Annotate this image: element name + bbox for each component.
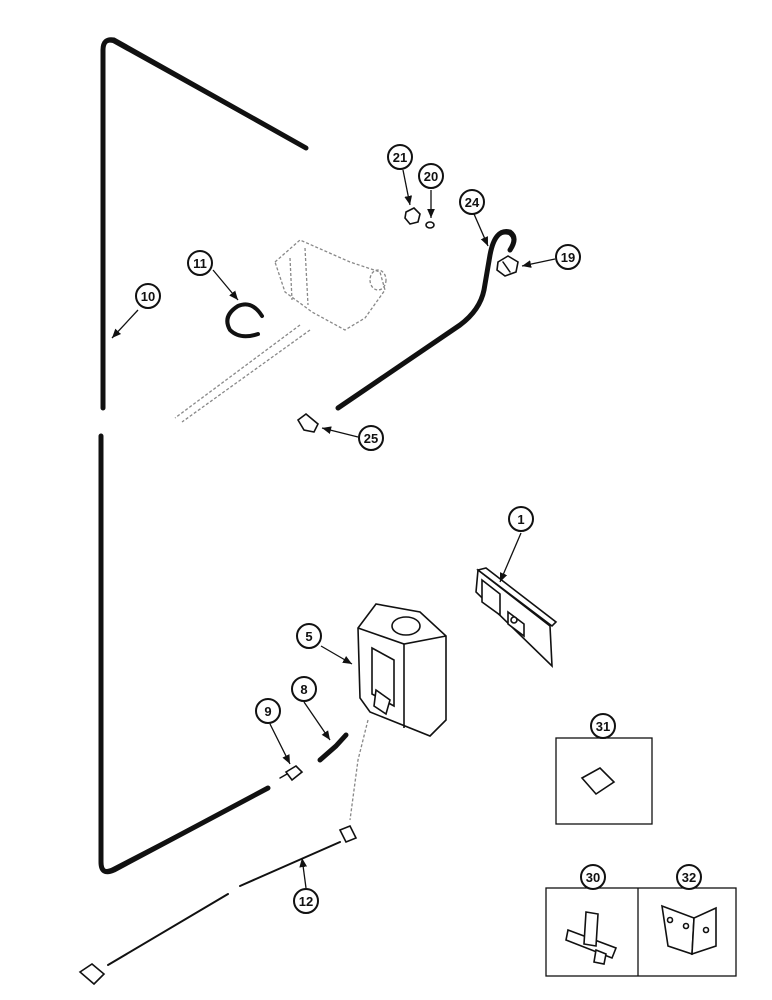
svg-text:11: 11 [193, 256, 207, 271]
callout-19: 19 [555, 244, 581, 270]
washer-part [425, 221, 435, 229]
callout-32: 32 [676, 864, 702, 890]
leader-lines [111, 169, 556, 889]
callout-25: 25 [358, 425, 384, 451]
retaining-ring-part [225, 302, 264, 339]
clip-part [296, 412, 319, 433]
svg-text:8: 8 [300, 682, 307, 697]
svg-text:12: 12 [299, 894, 313, 909]
check-valve-part [279, 764, 304, 782]
svg-text:25: 25 [364, 431, 378, 446]
callout-11: 11 [187, 250, 213, 276]
callout-9: 9 [255, 698, 281, 724]
svg-text:9: 9 [264, 704, 271, 719]
callout-20: 20 [418, 163, 444, 189]
washer-motor-ghost [174, 239, 387, 423]
callout-31: 31 [590, 713, 616, 739]
svg-text:32: 32 [682, 870, 696, 885]
svg-text:24: 24 [465, 195, 480, 210]
inset-31 [555, 737, 653, 825]
callout-21: 21 [387, 144, 413, 170]
callout-5: 5 [296, 623, 322, 649]
svg-text:31: 31 [596, 719, 610, 734]
svg-text:20: 20 [424, 169, 438, 184]
bracket-plate-part [475, 567, 558, 668]
svg-text:1: 1 [517, 512, 524, 527]
svg-text:21: 21 [393, 150, 407, 165]
nut-part [404, 207, 421, 225]
nozzle-part [496, 255, 519, 277]
short-hose-part [317, 732, 349, 763]
svg-text:10: 10 [141, 289, 155, 304]
tee-fitting-part [565, 911, 618, 965]
reservoir-part [357, 603, 447, 737]
callout-30: 30 [580, 864, 606, 890]
svg-text:30: 30 [586, 870, 600, 885]
callout-24: 24 [459, 189, 485, 215]
nozzle-hose [335, 229, 517, 411]
callout-8: 8 [291, 676, 317, 702]
small-bracket-part [661, 904, 717, 956]
wire-harness-part [78, 719, 369, 986]
svg-text:19: 19 [561, 250, 575, 265]
callout-1: 1 [508, 506, 534, 532]
callout-10: 10 [135, 283, 161, 309]
washer-hose-upper [100, 37, 309, 411]
svg-text:5: 5 [305, 629, 312, 644]
callout-12: 12 [293, 888, 319, 914]
washer-hose-lower [98, 433, 271, 875]
